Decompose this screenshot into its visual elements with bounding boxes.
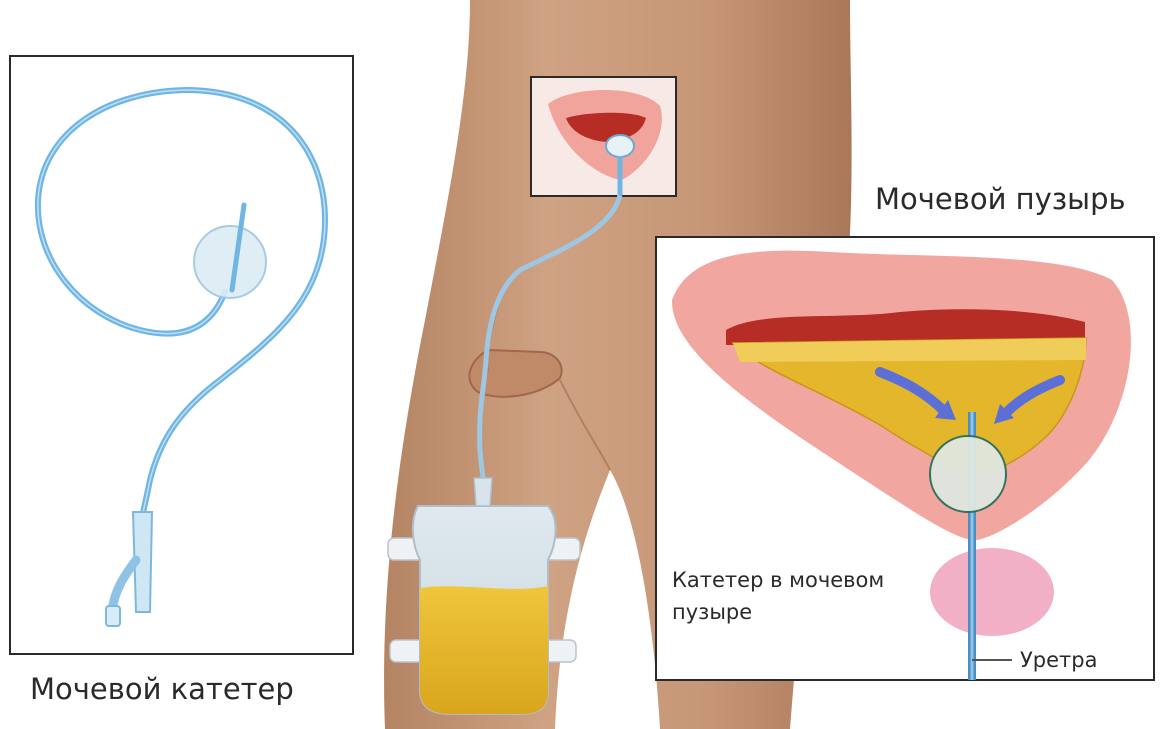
- small-bladder-inset: [531, 77, 676, 196]
- catheter-panel: [10, 56, 353, 654]
- urethra-label: Уретра: [1020, 648, 1097, 672]
- catheter-in-bladder-line2: пузыре: [672, 596, 942, 628]
- urine-bag: [413, 478, 556, 714]
- urinary-catheter-label: Мочевой катетер: [30, 672, 294, 706]
- bladder-title: Мочевой пузырь: [875, 182, 1126, 216]
- catheter-in-bladder-label: Катетер в мочевом пузыре: [672, 564, 942, 628]
- catheter-in-bladder-line1: Катетер в мочевом: [672, 564, 942, 596]
